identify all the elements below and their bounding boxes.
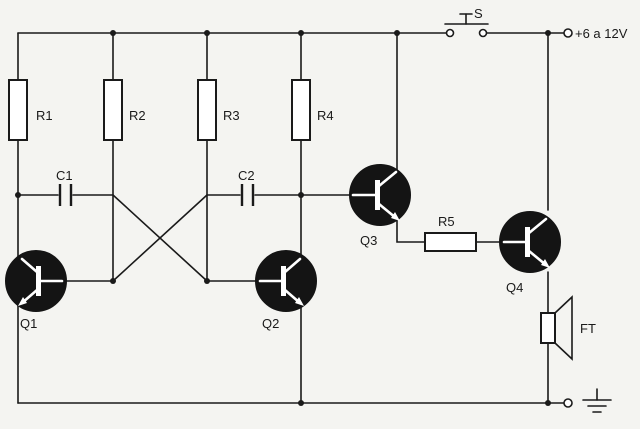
label-r2: R2 [129, 108, 146, 123]
label-q3: Q3 [360, 233, 377, 248]
junction-dot [204, 278, 210, 284]
label-switch: S [474, 6, 483, 21]
junction-dot [110, 278, 116, 284]
label-speaker: FT [580, 321, 596, 336]
junction-dot [298, 400, 304, 406]
ground-terminal [563, 398, 573, 408]
junction-dot [110, 30, 116, 36]
transistor-q2-icon [255, 250, 317, 312]
resistor-r1-icon [8, 79, 28, 141]
label-r5: R5 [438, 214, 455, 229]
resistor-r5-icon [424, 232, 477, 252]
wiring [17, 32, 569, 404]
capacitor-c1-icon [58, 184, 73, 206]
junction-dot [15, 192, 21, 198]
cross-coupling-wire-b [112, 194, 208, 282]
supply-terminal [563, 28, 573, 38]
junction-dot [204, 30, 210, 36]
label-r3: R3 [223, 108, 240, 123]
transistor-q3-icon [349, 164, 411, 226]
junction-dot [298, 192, 304, 198]
junctions [15, 30, 551, 406]
junction-dot [545, 400, 551, 406]
transistor-q1-icon [5, 250, 67, 312]
resistor-r3-icon [197, 79, 217, 141]
speaker-icon [540, 295, 573, 361]
junction-dot [298, 30, 304, 36]
label-c1: C1 [56, 168, 73, 183]
resistor-r2-icon [103, 79, 123, 141]
pushbutton-switch-icon [444, 13, 489, 38]
label-supply: +6 a 12V [575, 26, 628, 41]
label-q1: Q1 [20, 316, 37, 331]
label-c2: C2 [238, 168, 255, 183]
resistor-r4-icon [291, 79, 311, 141]
label-r1: R1 [36, 108, 53, 123]
capacitor-c2-icon [240, 184, 255, 206]
label-q4: Q4 [506, 280, 523, 295]
label-r4: R4 [317, 108, 334, 123]
junction-dot [545, 30, 551, 36]
ground-icon [582, 388, 612, 413]
label-q2: Q2 [262, 316, 279, 331]
transistor-q4-icon [499, 211, 561, 273]
junction-dot [394, 30, 400, 36]
